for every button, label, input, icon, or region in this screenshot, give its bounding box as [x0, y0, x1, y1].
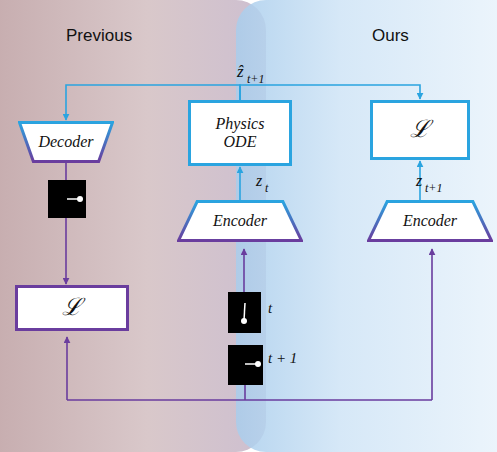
- encoder-block: Encoder: [177, 200, 303, 242]
- time-label: t + 1: [268, 350, 297, 367]
- input-wire: [431, 249, 433, 400]
- frame-t: [228, 292, 261, 333]
- block-label: Encoder: [403, 212, 457, 230]
- input-wire: [243, 249, 245, 292]
- block-label: ℒ: [410, 116, 430, 144]
- latent-symbol: z: [416, 172, 422, 190]
- block-label: Decoder: [38, 133, 93, 151]
- latent-subscript: t+1: [425, 181, 442, 196]
- time-label: t: [268, 300, 272, 317]
- latent-subscript: t: [265, 181, 268, 196]
- block-label: Physics ODE: [200, 115, 280, 152]
- latent-subscript: t+1: [247, 72, 264, 87]
- input-wire: [67, 385, 432, 400]
- block-label: ℒ: [62, 294, 82, 322]
- block-label: Encoder: [213, 212, 267, 230]
- panel-heading: Ours: [372, 26, 409, 46]
- latent-symbol: ẑ: [237, 62, 244, 82]
- decoded-frame: [48, 180, 86, 218]
- physics-ode-box: Physics ODE: [188, 100, 292, 166]
- loss-box: ℒ: [370, 100, 470, 160]
- loss-box: ℒ: [15, 285, 129, 331]
- input-wire: [66, 337, 68, 400]
- panel-heading: Previous: [66, 26, 132, 46]
- decoder-block: Decoder: [18, 121, 114, 163]
- flow-arrow: [240, 85, 420, 100]
- encoder-block: Encoder: [367, 200, 493, 242]
- frame-t-plus-1: [228, 345, 263, 385]
- flow-arrow: [239, 167, 241, 200]
- latent-symbol: z: [256, 172, 262, 190]
